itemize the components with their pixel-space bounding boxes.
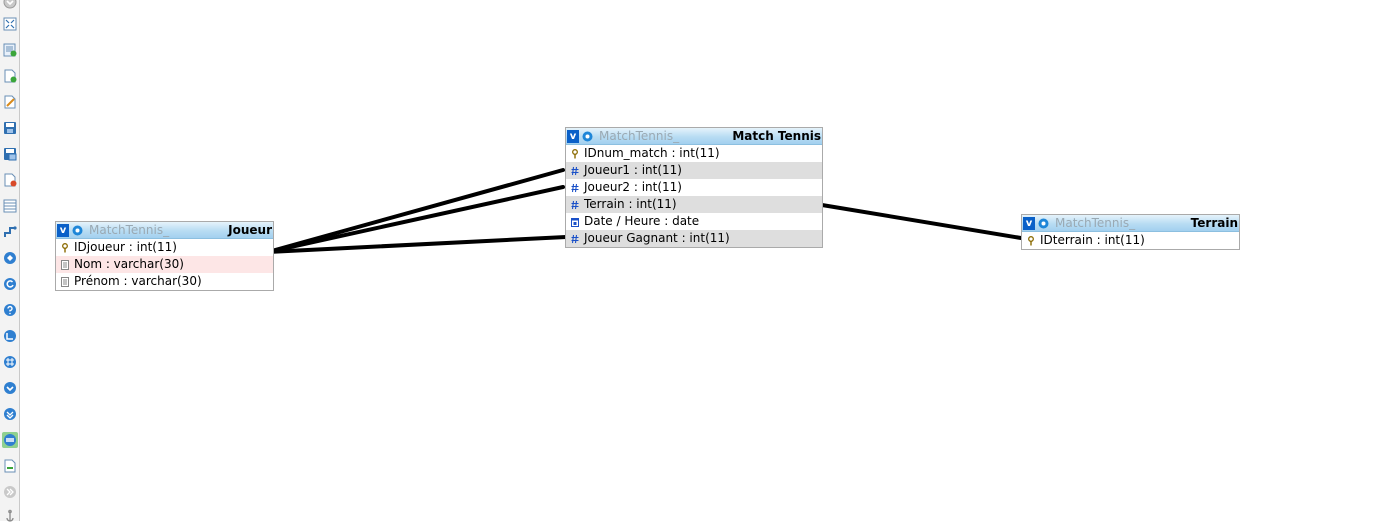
toggle-columns-button[interactable]: v bbox=[57, 224, 69, 237]
designer-toolbar bbox=[0, 0, 20, 522]
snap-to-grid-icon[interactable] bbox=[2, 354, 18, 370]
column-row[interactable]: Date / Heure : date bbox=[566, 213, 822, 230]
expand-panel-icon[interactable] bbox=[2, 484, 18, 500]
save-icon[interactable] bbox=[2, 120, 18, 136]
table-joueur[interactable]: v MatchTennis_ Joueur IDjoueur : int(11)… bbox=[55, 221, 274, 291]
column-label: IDjoueur : int(11) bbox=[74, 240, 177, 254]
show-hide-columns-icon[interactable] bbox=[2, 432, 18, 448]
column-label: IDnum_match : int(11) bbox=[584, 146, 720, 160]
column-row[interactable]: Terrain : int(11) bbox=[566, 196, 822, 213]
help-icon[interactable] bbox=[2, 302, 18, 318]
toggle-columns-button[interactable]: v bbox=[1023, 217, 1035, 230]
numeric-column-icon bbox=[571, 200, 579, 210]
toggle-small-big-icon[interactable] bbox=[2, 250, 18, 266]
column-label: IDterrain : int(11) bbox=[1040, 233, 1145, 247]
text-column-icon bbox=[61, 277, 69, 287]
column-label: Terrain : int(11) bbox=[584, 197, 677, 211]
table-header[interactable]: v MatchTennis_ Match Tennis bbox=[566, 128, 822, 145]
export-icon[interactable] bbox=[2, 458, 18, 474]
primary-key-icon bbox=[1028, 236, 1034, 246]
database-name: MatchTennis_ bbox=[599, 129, 680, 143]
numeric-column-icon bbox=[571, 166, 579, 176]
edit-page-icon[interactable] bbox=[2, 94, 18, 110]
numeric-column-icon bbox=[571, 234, 579, 244]
table-header[interactable]: v MatchTennis_ Terrain bbox=[1022, 215, 1239, 232]
table-terrain[interactable]: v MatchTennis_ Terrain IDterrain : int(1… bbox=[1021, 214, 1240, 250]
delete-page-icon[interactable] bbox=[2, 172, 18, 188]
angular-lines-icon[interactable] bbox=[2, 328, 18, 344]
date-column-icon bbox=[571, 218, 579, 227]
text-column-icon bbox=[61, 260, 69, 270]
column-label: Joueur1 : int(11) bbox=[584, 163, 682, 177]
column-label: Joueur Gagnant : int(11) bbox=[584, 231, 730, 245]
primary-key-icon bbox=[572, 149, 578, 159]
database-name: MatchTennis_ bbox=[89, 223, 170, 237]
database-name: MatchTennis_ bbox=[1055, 216, 1136, 230]
gear-icon[interactable] bbox=[1037, 217, 1050, 230]
gear-icon[interactable] bbox=[581, 130, 594, 143]
move-down-icon[interactable] bbox=[2, 380, 18, 396]
new-page-icon[interactable] bbox=[2, 68, 18, 84]
column-row[interactable]: Nom : varchar(30) bbox=[56, 256, 273, 273]
fullscreen-icon[interactable] bbox=[2, 16, 18, 32]
table-match-tennis[interactable]: v MatchTennis_ Match Tennis IDnum_match … bbox=[565, 127, 823, 248]
column-row[interactable]: Prénom : varchar(30) bbox=[56, 273, 273, 290]
table-name: Terrain bbox=[1190, 216, 1238, 230]
relation-joueur-gagnant[interactable] bbox=[266, 235, 568, 254]
column-row[interactable]: IDjoueur : int(11) bbox=[56, 239, 273, 256]
relation-lines-icon[interactable] bbox=[2, 224, 18, 240]
table-list-icon[interactable] bbox=[2, 198, 18, 214]
add-tables-icon[interactable] bbox=[2, 42, 18, 58]
relation-joueur1[interactable] bbox=[266, 168, 565, 254]
column-label: Date / Heure : date bbox=[584, 214, 700, 228]
move-down-alt-icon[interactable] bbox=[2, 406, 18, 422]
column-row[interactable]: Joueur2 : int(11) bbox=[566, 179, 822, 196]
column-row[interactable]: IDterrain : int(11) bbox=[1022, 232, 1239, 249]
table-name: Joueur bbox=[228, 223, 272, 237]
table-name: Match Tennis bbox=[732, 129, 821, 143]
primary-key-icon bbox=[62, 243, 68, 253]
relation-terrain[interactable] bbox=[820, 203, 1029, 241]
reload-icon[interactable] bbox=[2, 276, 18, 292]
toggle-columns-button[interactable]: v bbox=[567, 130, 579, 143]
numeric-column-icon bbox=[571, 183, 579, 193]
relation-joueur2[interactable] bbox=[266, 185, 565, 254]
column-label: Joueur2 : int(11) bbox=[584, 180, 682, 194]
table-header[interactable]: v MatchTennis_ Joueur bbox=[56, 222, 273, 239]
column-label: Prénom : varchar(30) bbox=[74, 274, 202, 288]
column-label: Nom : varchar(30) bbox=[74, 257, 184, 271]
collapse-icon[interactable] bbox=[2, 0, 18, 10]
column-row[interactable]: IDnum_match : int(11) bbox=[566, 145, 822, 162]
gear-icon[interactable] bbox=[71, 224, 84, 237]
save-as-icon[interactable] bbox=[2, 146, 18, 162]
column-row[interactable]: Joueur1 : int(11) bbox=[566, 162, 822, 179]
column-row[interactable]: Joueur Gagnant : int(11) bbox=[566, 230, 822, 247]
